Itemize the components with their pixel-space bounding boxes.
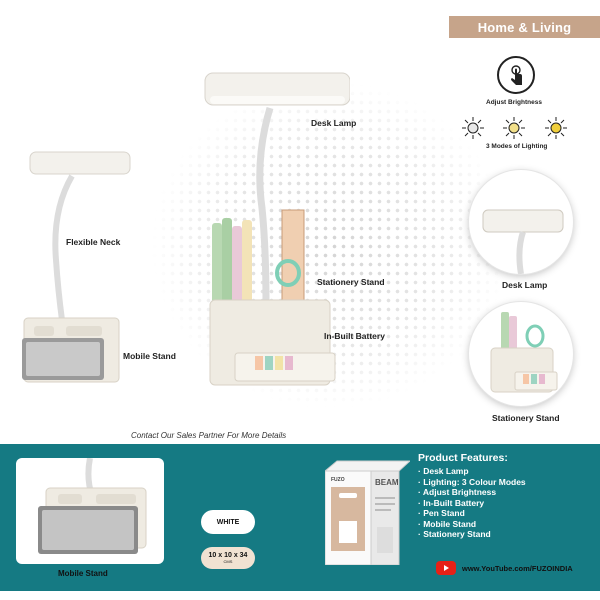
zoom-label-desk-lamp: Desk Lamp	[502, 280, 548, 290]
youtube-url[interactable]: www.YouTube.com/FUZOINDIA	[462, 563, 573, 573]
lighting-modes-label: 3 Modes of Lighting	[486, 143, 548, 150]
sun-white-icon	[462, 117, 484, 139]
zoom-circle-stationery	[469, 302, 573, 406]
zoom-circle-lamp-head	[469, 170, 573, 274]
product-features: Product Features: Desk Lamp Lighting: 3 …	[418, 452, 526, 540]
youtube-icon	[436, 561, 456, 575]
box-brand: FUZO	[331, 477, 345, 483]
feature-item: Stationery Stand	[418, 529, 526, 540]
contact-note: Contact Our Sales Partner For More Detai…	[131, 431, 287, 440]
callout-desk-lamp: Desk Lamp	[311, 118, 357, 128]
sun-warm-icon	[503, 117, 525, 139]
product-box-image: FUZO BEAM	[325, 460, 410, 565]
feature-item: Lighting: 3 Colour Modes	[418, 477, 525, 488]
callout-flexible-neck: Flexible Neck	[66, 237, 121, 247]
zoom-label-stationery-stand: Stationery Stand	[492, 413, 560, 423]
feature-item: Mobile Stand	[418, 519, 526, 530]
sun-yellow-icon	[545, 117, 567, 139]
callout-mobile-stand: Mobile Stand	[123, 351, 176, 361]
callout-stationery-stand: Stationery Stand	[317, 277, 385, 287]
mobile-stand-photo	[16, 458, 164, 564]
color-badge: WHITE	[201, 510, 255, 534]
category-banner: Home & Living	[449, 16, 600, 38]
size-badge: 10 x 10 x 34 CMS	[201, 547, 255, 569]
desk-lamp-side-image	[22, 151, 131, 383]
color-text: WHITE	[216, 518, 240, 526]
feature-item: Adjust Brightness	[418, 487, 526, 498]
feature-item: In-Built Battery	[418, 498, 526, 509]
product-features-list: Desk Lamp Lighting: 3 Colour Modes Adjus…	[418, 466, 526, 540]
box-title: BEAM	[375, 478, 399, 487]
bottom-strip	[0, 591, 600, 600]
feature-item: Pen Stand	[418, 508, 526, 519]
desk-lamp-main-image	[204, 72, 350, 386]
size-unit: CMS	[223, 559, 233, 564]
callout-in-built-battery: In-Built Battery	[324, 331, 385, 341]
mobile-stand-caption: Mobile Stand	[58, 569, 108, 578]
youtube-link[interactable]: www.YouTube.com/FUZOINDIA	[436, 561, 573, 575]
product-features-title: Product Features:	[418, 452, 508, 464]
tap-icon	[497, 56, 535, 94]
feature-item: Desk Lamp	[418, 466, 526, 477]
adjust-brightness-label: Adjust Brightness	[486, 99, 542, 106]
size-text: 10 x 10 x 34	[208, 552, 248, 559]
